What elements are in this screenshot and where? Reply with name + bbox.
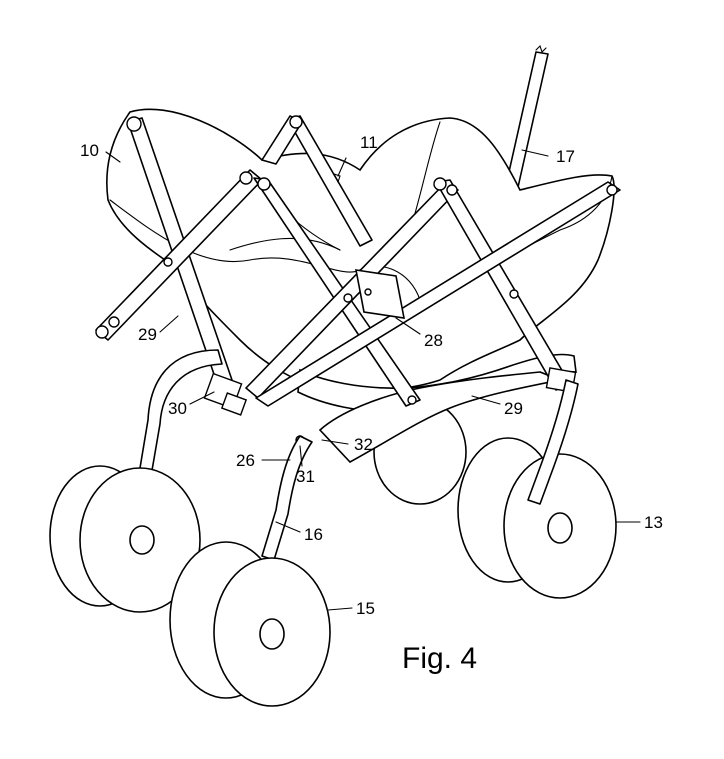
front-right-wheel	[169, 541, 331, 707]
label-28: 28	[424, 331, 443, 350]
label-15: 15	[356, 599, 375, 618]
label-16: 16	[304, 525, 323, 544]
label-10: 10	[80, 141, 99, 160]
reference-labels: 10 11 17 28 29 29 30 26 31 32 16 13 15	[80, 133, 663, 618]
label-17: 17	[556, 147, 575, 166]
figure-caption: Fig. 4	[402, 642, 477, 675]
label-11: 11	[360, 133, 378, 152]
label-31: 31	[296, 467, 315, 486]
front-left-wheel	[49, 465, 201, 613]
rear-right-leg	[527, 379, 579, 505]
label-13: 13	[644, 513, 663, 532]
label-30: 30	[168, 399, 187, 418]
frame-joints	[95, 115, 618, 445]
leader-lines	[105, 149, 641, 611]
crossed-frame	[95, 115, 621, 407]
label-26: 26	[236, 451, 255, 470]
label-29-right: 29	[504, 399, 523, 418]
rear-right-wheel	[457, 437, 617, 599]
harness-strap	[355, 269, 405, 319]
label-32: 32	[354, 435, 373, 454]
label-29-left: 29	[138, 325, 157, 344]
